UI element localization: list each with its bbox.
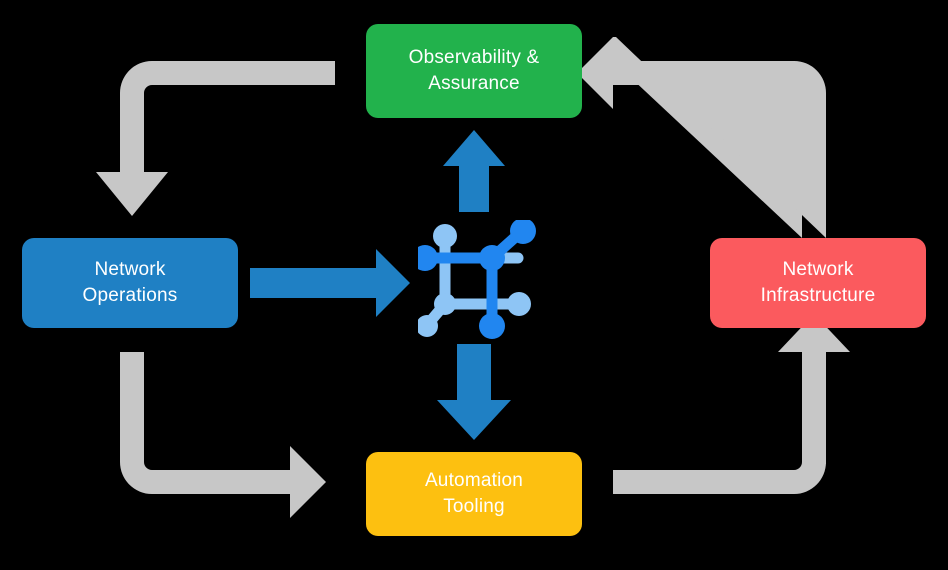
connector-center-to-observability [443, 130, 505, 212]
connector-center-to-automation [437, 344, 511, 440]
node-observability-assurance[interactable]: Observability & Assurance [366, 24, 582, 118]
connector-operations-to-center [250, 249, 410, 317]
connector-infrastructure-to-observability [577, 37, 826, 238]
network-topology-icon [418, 220, 536, 339]
node-network-infrastructure[interactable]: Network Infrastructure [710, 238, 926, 328]
network-icon-secondary-nodes [418, 224, 531, 337]
network-icon-primary-nodes [418, 220, 536, 339]
connector-automation-to-infrastructure [613, 314, 850, 494]
connector-observability-to-operations [96, 61, 335, 216]
node-automation-tooling[interactable]: Automation Tooling [366, 452, 582, 536]
node-network-operations[interactable]: Network Operations [22, 238, 238, 328]
connector-operations-to-automation [120, 352, 326, 518]
